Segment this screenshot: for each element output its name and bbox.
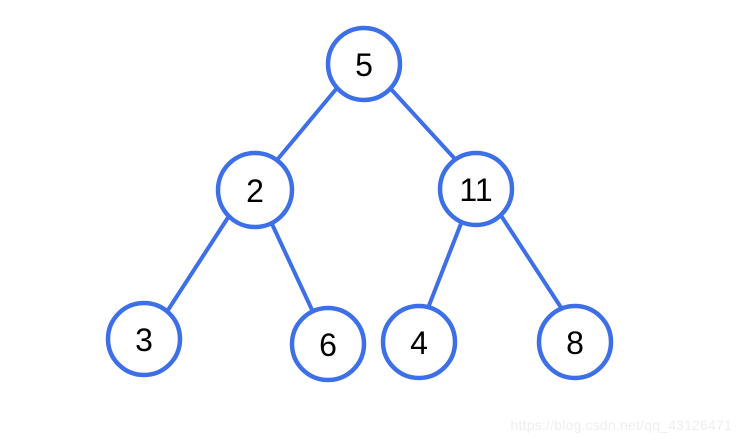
edge-5-to-11	[388, 86, 457, 161]
node-label-8: 8	[566, 325, 584, 361]
tree-node-3[interactable]: 3	[105, 300, 183, 378]
node-circle-5	[325, 25, 403, 103]
node-label-11: 11	[459, 172, 492, 208]
tree-node-6[interactable]: 6	[289, 305, 367, 383]
edge-5-to-2	[275, 86, 339, 162]
edge-11-to-8	[498, 212, 564, 311]
node-circle-11	[437, 150, 515, 228]
node-circle-2	[215, 150, 295, 230]
tree-node-8[interactable]: 8	[536, 303, 614, 381]
node-circle-3	[105, 300, 183, 378]
node-label-6: 6	[319, 327, 337, 363]
edge-2-to-3	[166, 214, 231, 312]
edge-group	[166, 86, 564, 314]
edge-11-to-4	[426, 219, 464, 310]
node-circle-8	[536, 303, 614, 381]
tree-node-11[interactable]: 11	[437, 150, 515, 228]
node-label-3: 3	[135, 322, 153, 358]
tree-node-4[interactable]: 4	[380, 303, 458, 381]
tree-node-5[interactable]: 5	[325, 25, 403, 103]
node-circle-4	[380, 303, 458, 381]
watermark-text: https://blog.csdn.net/qq_43126471	[510, 417, 732, 433]
node-label-4: 4	[410, 325, 428, 361]
node-circle-6	[289, 305, 367, 383]
edge-2-to-6	[270, 222, 315, 314]
tree-node-2[interactable]: 2	[215, 150, 295, 230]
node-label-5: 5	[355, 47, 373, 83]
node-label-2: 2	[246, 173, 264, 209]
node-group: 5 2 11 3 6 4 8	[105, 25, 614, 383]
